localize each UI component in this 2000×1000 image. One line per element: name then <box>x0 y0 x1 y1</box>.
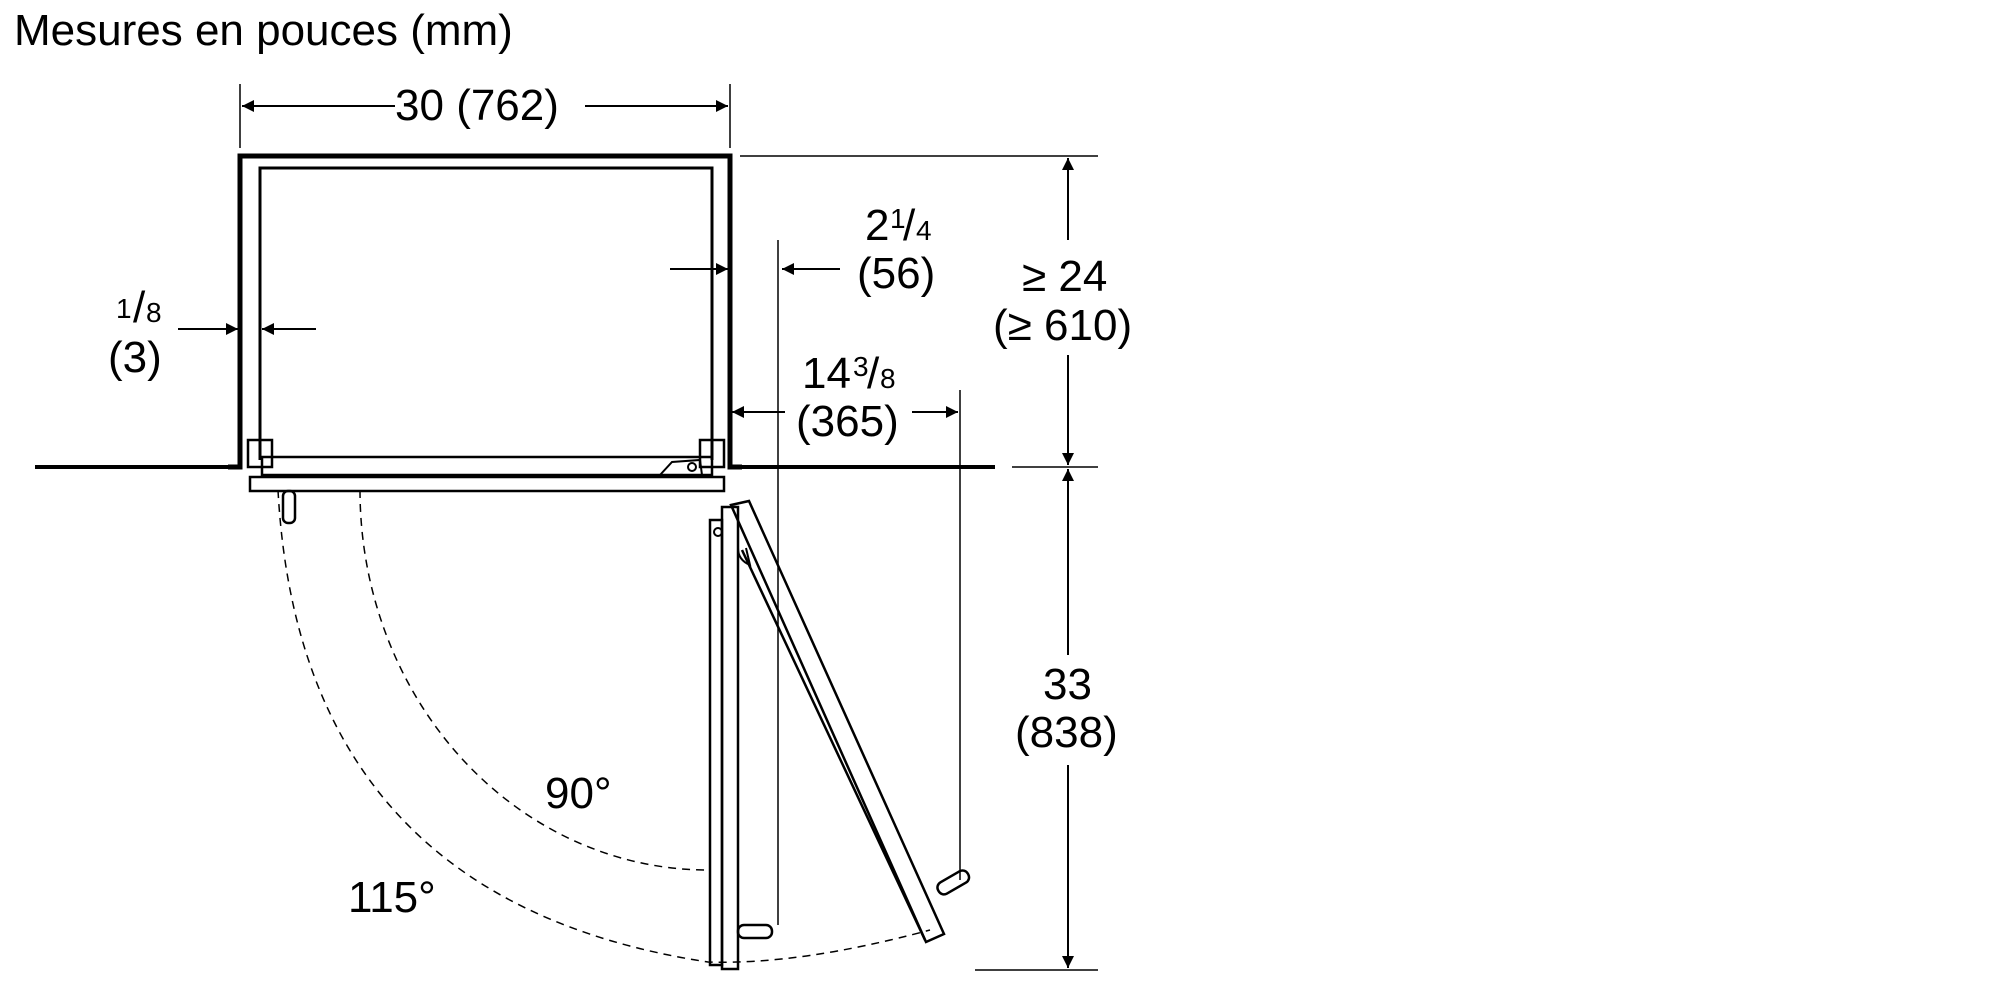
door-clearance-mm: (365) <box>796 397 899 446</box>
door-offset-fraction-slash: / <box>903 201 916 250</box>
angle-90-label: 90° <box>545 769 612 818</box>
door-offset-fraction-denominator: 4 <box>916 215 932 246</box>
gap-fraction-slash: / <box>133 283 146 332</box>
door-swing-mm: (838) <box>1015 708 1118 757</box>
door-clearance-fraction-denominator: 8 <box>880 363 896 394</box>
door-clearance-fraction-numerator: 3 <box>853 351 869 382</box>
door-swing-inches: 33 <box>1043 660 1092 709</box>
door-clearance-fraction-slash: / <box>867 349 880 398</box>
diagram-title: Mesures en pouces (mm) <box>14 6 513 55</box>
appliance-body <box>228 153 742 470</box>
gap-dimension: 1 / 8 (3) <box>108 283 316 382</box>
swing-arcs <box>277 489 931 963</box>
depth-mm: (≥ 610) <box>993 301 1132 350</box>
door-swing-dimension: 33 (838) <box>975 469 1118 971</box>
door-offset-fraction-numerator: 1 <box>890 203 906 234</box>
open-door-115 <box>729 499 971 944</box>
door-offset-dimension: 2 1 / 4 (56) <box>670 201 935 925</box>
depth-inches: ≥ 24 <box>1022 252 1107 301</box>
width-inches-label: 30 (762) <box>395 81 559 130</box>
gap-fraction-denominator: 8 <box>146 297 162 328</box>
angle-115-label: 115° <box>348 873 436 922</box>
door-offset-mm: (56) <box>857 249 935 298</box>
open-door-90 <box>708 505 774 971</box>
gap-fraction-numerator: 1 <box>116 293 132 324</box>
width-dimension: 30 (762) <box>239 81 731 148</box>
depth-dimension: ≥ 24 (≥ 610) <box>740 155 1132 468</box>
closed-door <box>248 455 726 525</box>
door-offset-whole: 2 <box>865 201 889 250</box>
gap-mm-label: (3) <box>108 333 162 382</box>
door-clearance-dimension: 14 3 / 8 (365) <box>732 349 961 880</box>
door-clearance-whole: 14 <box>802 349 851 398</box>
